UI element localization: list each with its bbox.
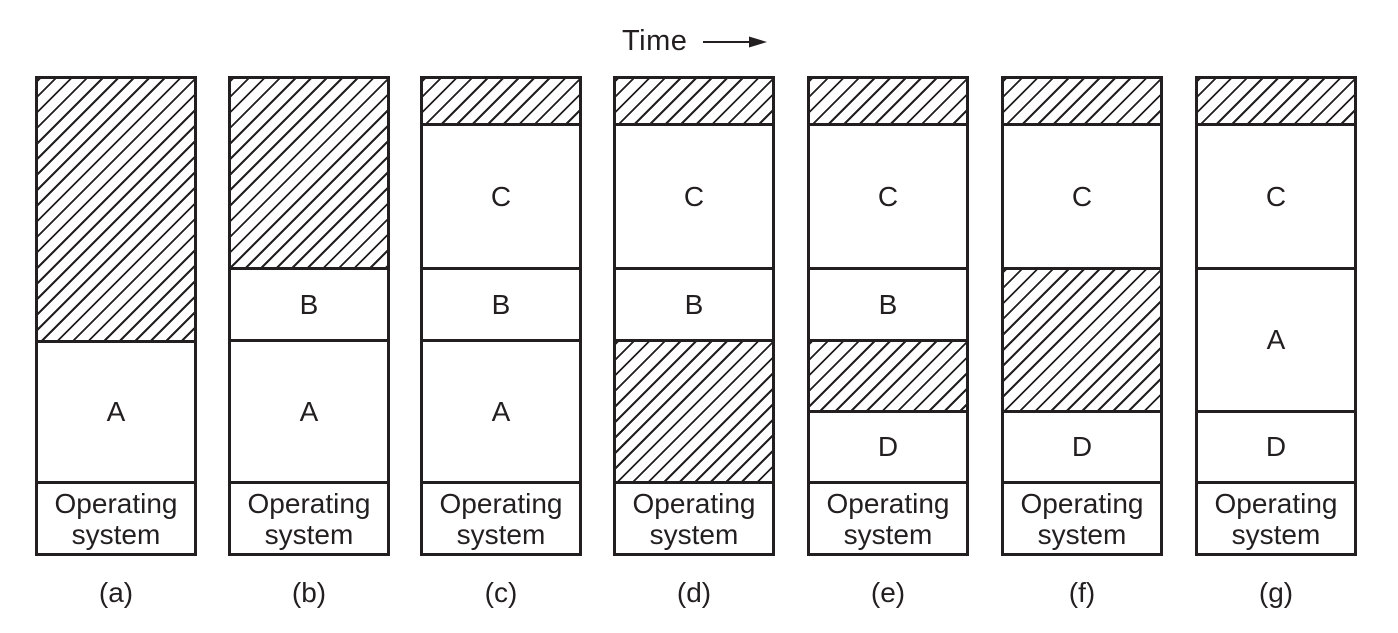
segment-operating-system: Operating system	[1198, 481, 1354, 553]
process-letter: D	[1265, 431, 1287, 462]
process-letter: B	[684, 288, 704, 320]
process-letter: B	[878, 288, 898, 320]
segment-process-B: B	[810, 267, 966, 339]
process-letter: D	[1071, 431, 1093, 462]
operating-system-label: Operating system	[632, 487, 756, 550]
process-letter: C	[490, 180, 512, 212]
operating-system-label: Operating system	[1020, 487, 1144, 550]
segment-free-memory	[423, 79, 579, 123]
time-arrow-icon	[703, 36, 768, 47]
process-letter: A	[491, 395, 511, 427]
segment-free-memory	[1004, 79, 1160, 123]
segment-process-A: A	[1198, 267, 1354, 410]
process-letter: B	[491, 288, 511, 320]
memory-column-e: C B D Operating system	[807, 76, 969, 556]
operating-system-label: Operating system	[54, 487, 178, 550]
segment-free-memory	[616, 79, 772, 123]
segment-free-memory	[616, 339, 772, 481]
segment-process-D: D	[1004, 410, 1160, 481]
process-letter: B	[299, 288, 319, 320]
segment-free-memory	[1198, 79, 1354, 123]
operating-system-label: Operating system	[247, 487, 371, 550]
segment-process-C: C	[1198, 123, 1354, 267]
memory-column-b: B A Operating system	[228, 76, 390, 556]
process-letter: C	[877, 180, 899, 212]
process-letter: C	[683, 180, 705, 212]
operating-system-label: Operating system	[1214, 487, 1338, 550]
time-label: Time	[622, 25, 688, 57]
segment-process-C: C	[616, 123, 772, 267]
segment-process-C: C	[423, 123, 579, 267]
memory-column-g: C A D Operating system	[1195, 76, 1357, 556]
column-label-f: (f)	[1068, 577, 1096, 608]
segment-operating-system: Operating system	[1004, 481, 1160, 553]
process-letter: A	[299, 395, 319, 427]
memory-column-a: A Operating system	[35, 76, 197, 556]
segment-process-C: C	[1004, 123, 1160, 267]
segment-operating-system: Operating system	[810, 481, 966, 553]
column-label-a: (a)	[98, 577, 134, 608]
segment-process-B: B	[423, 267, 579, 339]
column-label-b: (b)	[291, 577, 327, 608]
process-letter: D	[877, 431, 899, 462]
segment-free-memory	[1004, 267, 1160, 410]
operating-system-label: Operating system	[826, 487, 950, 550]
segment-operating-system: Operating system	[616, 481, 772, 553]
segment-process-D: D	[810, 410, 966, 481]
segment-process-A: A	[38, 340, 194, 481]
column-label-g: (g)	[1258, 577, 1294, 608]
memory-column-f: C D Operating system	[1001, 76, 1163, 556]
segment-operating-system: Operating system	[231, 481, 387, 553]
segment-process-B: B	[231, 267, 387, 339]
segment-free-memory	[810, 79, 966, 123]
column-label-d: (d)	[676, 577, 712, 608]
memory-column-c: C B A Operating system	[420, 76, 582, 556]
operating-system-label: Operating system	[439, 487, 563, 550]
segment-free-memory	[38, 79, 194, 340]
segment-process-A: A	[423, 339, 579, 481]
time-header: Time	[622, 25, 768, 57]
memory-column-d: C B Operating system	[613, 76, 775, 556]
segment-process-A: A	[231, 339, 387, 481]
segment-free-memory	[231, 79, 387, 267]
process-letter: A	[1266, 324, 1286, 355]
segment-process-B: B	[616, 267, 772, 339]
process-letter: A	[106, 396, 126, 427]
column-label-c: (c)	[484, 577, 518, 608]
segment-free-memory	[810, 339, 966, 410]
segment-operating-system: Operating system	[38, 481, 194, 553]
segment-process-D: D	[1198, 410, 1354, 481]
segment-process-C: C	[810, 123, 966, 267]
process-letter: C	[1265, 180, 1287, 212]
column-label-e: (e)	[870, 577, 906, 608]
segment-operating-system: Operating system	[423, 481, 579, 553]
process-letter: C	[1071, 180, 1093, 212]
